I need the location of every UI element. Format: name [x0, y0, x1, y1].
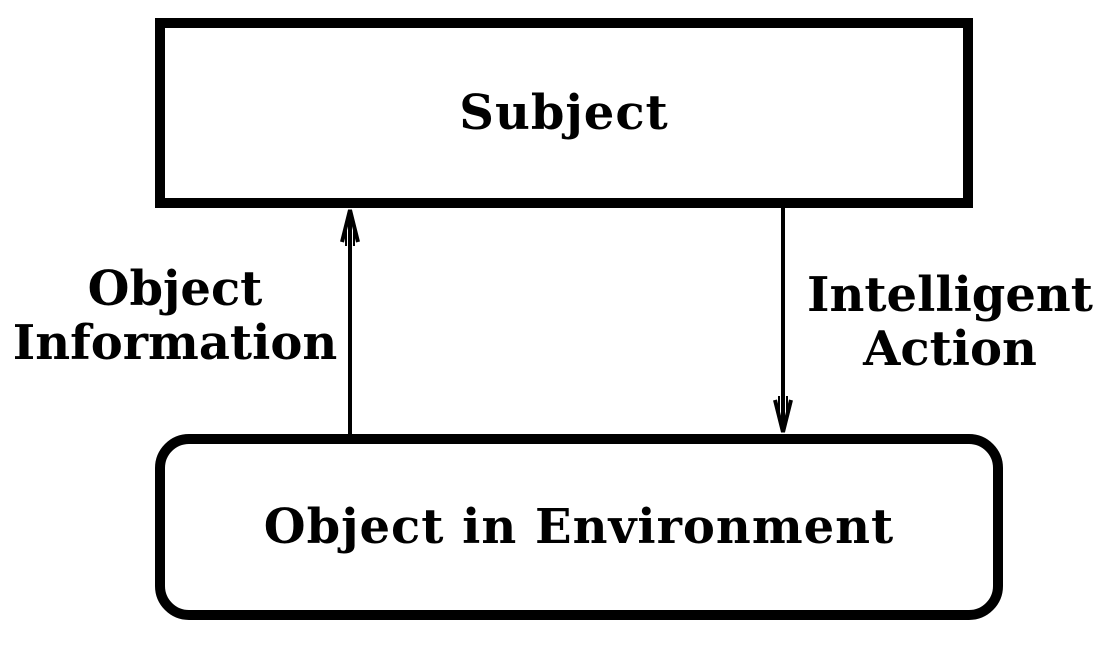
subject-node: Subject — [155, 18, 973, 208]
object-information-arrow — [340, 209, 360, 436]
object-information-line-1: Object — [87, 261, 263, 317]
subject-label: Subject — [459, 85, 669, 141]
environment-node: Object in Environment — [155, 434, 1003, 620]
intelligent-action-arrow — [773, 206, 793, 433]
environment-label: Object in Environment — [263, 499, 895, 555]
object-information-label: Object Information — [10, 262, 340, 370]
intelligent-action-line-2: Action — [863, 321, 1037, 377]
object-information-line-2: Information — [12, 315, 338, 371]
intelligent-action-line-1: Intelligent — [807, 267, 1093, 323]
intelligent-action-label: Intelligent Action — [795, 268, 1105, 376]
